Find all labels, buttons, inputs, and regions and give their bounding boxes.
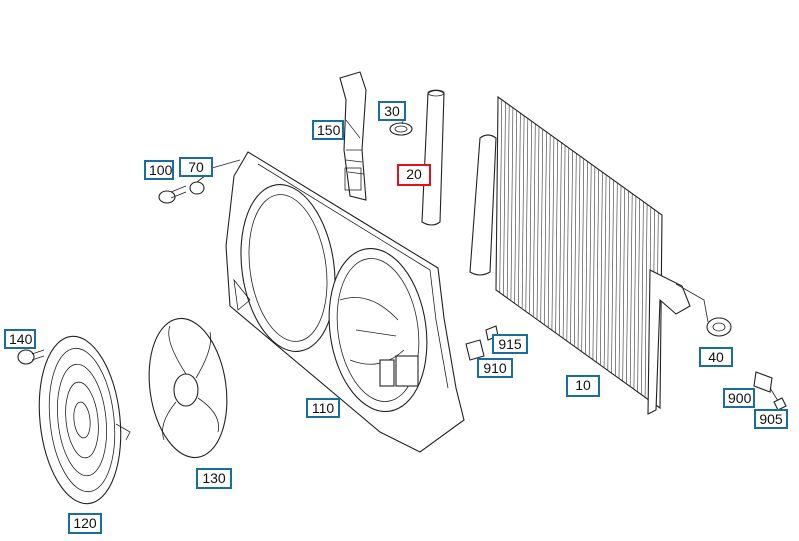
valve-part-900 bbox=[753, 371, 787, 411]
shroud-part-110 bbox=[225, 151, 465, 453]
callout-150[interactable]: 150 bbox=[312, 120, 344, 140]
fastener-part-910 bbox=[465, 325, 499, 361]
screw-part-140 bbox=[17, 349, 45, 365]
callout-10[interactable]: 10 bbox=[566, 375, 600, 397]
callout-110[interactable]: 110 bbox=[306, 398, 340, 418]
callout-910[interactable]: 910 bbox=[477, 358, 513, 378]
drier-tank bbox=[469, 134, 497, 276]
callout-130[interactable]: 130 bbox=[196, 468, 232, 489]
callout-900[interactable]: 900 bbox=[723, 388, 755, 408]
callout-905[interactable]: 905 bbox=[754, 409, 788, 429]
sensor-part-40 bbox=[675, 283, 732, 337]
callout-100[interactable]: 100 bbox=[144, 160, 174, 180]
callout-70[interactable]: 70 bbox=[179, 157, 213, 177]
callout-40[interactable]: 40 bbox=[699, 347, 733, 367]
callout-20[interactable]: 20 bbox=[397, 164, 431, 186]
screw-part-100 bbox=[158, 185, 187, 204]
clamp-part-30 bbox=[389, 122, 413, 136]
bracket-part-150 bbox=[339, 71, 367, 201]
fan-guard-part-120 bbox=[38, 335, 131, 505]
fan-blade-part-130 bbox=[148, 317, 228, 459]
callout-30[interactable]: 30 bbox=[378, 101, 406, 121]
callout-915[interactable]: 915 bbox=[492, 334, 528, 354]
callout-140[interactable]: 140 bbox=[4, 329, 36, 349]
condenser-part-10 bbox=[495, 95, 691, 415]
callout-120[interactable]: 120 bbox=[68, 513, 102, 534]
drier-part-20 bbox=[421, 89, 445, 226]
